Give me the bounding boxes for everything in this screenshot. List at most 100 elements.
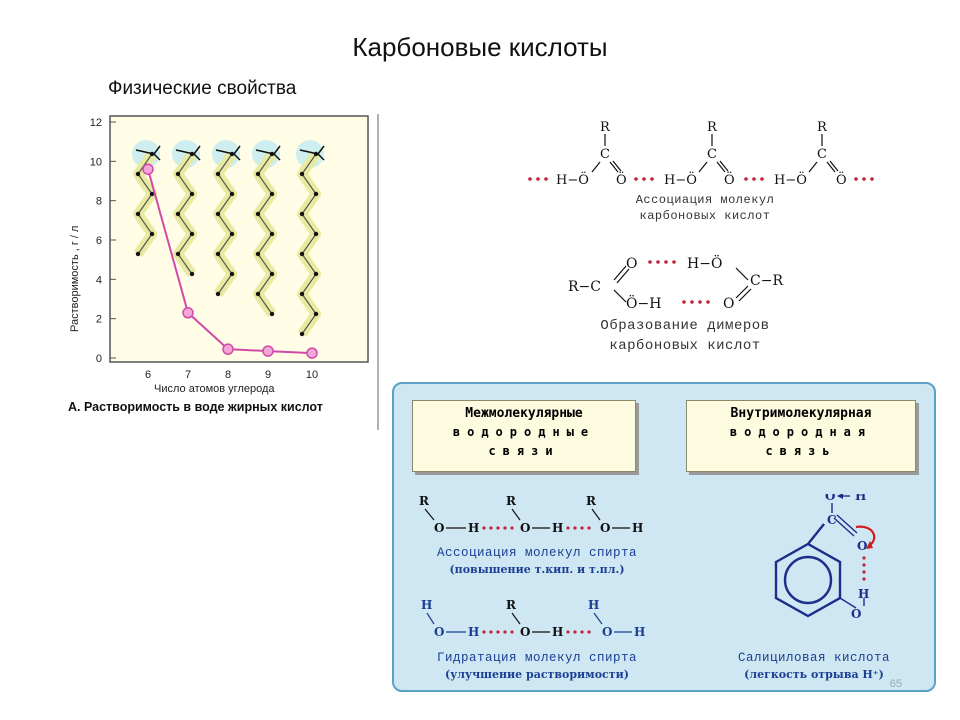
molecule-atom-3-2 bbox=[269, 191, 275, 197]
dimer-bottom-o: O bbox=[723, 296, 734, 312]
assoc-unit-5: H−Ö bbox=[774, 171, 807, 188]
assoc-unit-3: H−Ö bbox=[664, 171, 697, 188]
alc-h-3: H bbox=[632, 521, 643, 535]
assoc-r-2: R bbox=[707, 120, 718, 135]
assoc-c-1: C bbox=[600, 147, 610, 162]
hyd-h-top-3: H bbox=[588, 598, 599, 612]
page-title: Карбоновые кислоты bbox=[352, 32, 608, 62]
molecule-atom-4-7 bbox=[299, 291, 305, 297]
molecule-atom-0-3 bbox=[135, 211, 141, 217]
y-tick-label-0: 0 bbox=[96, 353, 102, 365]
molecule-atom-4-9 bbox=[299, 331, 305, 337]
alc-o-2: O bbox=[520, 521, 530, 535]
intermolecular-label: Межмолекулярные водородные связи bbox=[412, 400, 636, 472]
x-tick-label-10: 10 bbox=[306, 369, 318, 381]
dimer-diagram: R−C O H−Ö Ö−H O C−R Образование димеров … bbox=[560, 250, 810, 360]
assoc-c-2: C bbox=[707, 147, 717, 162]
hyd-h-1: H bbox=[468, 625, 479, 639]
chart-plot-frame bbox=[109, 115, 369, 363]
intramolecular-label: Внутримолекулярная водородная связь bbox=[686, 400, 916, 472]
molecule-chain-2 bbox=[217, 153, 233, 295]
molecule-atom-1-1 bbox=[175, 171, 181, 177]
molecule-atom-4-4 bbox=[313, 231, 319, 237]
acid-association-svg: R R R C C C H−Ö Ö H−Ö Ö H−Ö Ö bbox=[528, 120, 874, 188]
molecule-atom-4-1 bbox=[299, 171, 305, 177]
acid-association-diagram: R R R C C C H−Ö Ö H−Ö Ö H−Ö Ö bbox=[520, 116, 890, 223]
chart-series bbox=[142, 163, 318, 359]
section-subtitle: Физические свойства bbox=[108, 78, 297, 99]
y-tick-label-8: 8 bbox=[96, 196, 102, 208]
molecule-atom-4-8 bbox=[313, 311, 319, 317]
x-tick-label-6: 6 bbox=[145, 369, 151, 381]
assoc-unit-6: Ö bbox=[836, 171, 847, 188]
box1-line1: Межмолекулярные bbox=[465, 406, 583, 421]
alc-o-1: O bbox=[434, 521, 444, 535]
dimer-caption-2: карбоновых кислот bbox=[609, 338, 761, 354]
hyd-h-3: H bbox=[634, 625, 645, 639]
data-point-7 bbox=[182, 307, 194, 319]
benzene-ring-circle bbox=[783, 555, 833, 605]
dimer-hbond-dots bbox=[648, 260, 710, 304]
alc-r-1: R bbox=[419, 494, 430, 508]
hydration-svg: H R H O O O H H H bbox=[421, 598, 645, 639]
chart-caption: А. Растворимость в воде жирных кислот bbox=[68, 400, 323, 414]
hyd-o-3: O bbox=[602, 625, 612, 639]
molecule-atom-0-1 bbox=[135, 171, 141, 177]
molecule-atom-0-2 bbox=[149, 191, 155, 197]
molecule-atom-1-2 bbox=[189, 191, 195, 197]
salicylic-acid-svg: O H C O H O bbox=[774, 494, 876, 621]
hyd-o-1: O bbox=[434, 625, 444, 639]
sal-h-top: H bbox=[855, 494, 866, 503]
assoc-r-3: R bbox=[817, 120, 828, 135]
data-point-6 bbox=[142, 163, 154, 175]
molecule-atom-3-5 bbox=[255, 251, 261, 257]
x-tick-label-7: 7 bbox=[185, 369, 191, 381]
molecule-atom-3-3 bbox=[255, 211, 261, 217]
y-tick-label-4: 4 bbox=[96, 274, 102, 286]
molecule-atom-4-2 bbox=[313, 191, 319, 197]
molecule-atom-0-4 bbox=[149, 231, 155, 237]
molecule-atom-4-5 bbox=[299, 251, 305, 257]
dimer-caption-1: Образование димеров bbox=[600, 318, 770, 334]
page-number: 65 bbox=[889, 678, 902, 690]
sal-o-top: O bbox=[825, 494, 835, 503]
molecule-atom-1-6 bbox=[189, 271, 195, 277]
molecule-atom-3-6 bbox=[269, 271, 275, 277]
salicylic-caption: Салициловая кислота bbox=[737, 651, 891, 665]
y-tick-label-12: 12 bbox=[90, 117, 102, 129]
sal-o-bot: O bbox=[851, 607, 861, 621]
chart-y-label: Растворимость , г / л bbox=[69, 226, 81, 332]
box2-line3: связь bbox=[765, 444, 837, 458]
dimer-top-o: O bbox=[626, 256, 637, 272]
dimer-bottom-oh: Ö−H bbox=[626, 294, 661, 312]
alcohol-assoc-caption: Ассоциация молекул спирта bbox=[436, 546, 638, 560]
alc-o-3: O bbox=[600, 521, 610, 535]
data-point-8 bbox=[222, 343, 234, 355]
assoc-caption-1: Ассоциация молекул bbox=[635, 193, 775, 207]
assoc-unit-1: H−Ö bbox=[556, 171, 589, 188]
box1-line3: связи bbox=[488, 444, 560, 458]
molecule-atom-2-6 bbox=[229, 271, 235, 277]
alcohol-association-svg: R R R O O O H H H bbox=[419, 494, 643, 535]
molecule-atom-3-7 bbox=[255, 291, 261, 297]
molecule-atom-2-3 bbox=[215, 211, 221, 217]
molecule-atom-3-4 bbox=[269, 231, 275, 237]
sal-o-mid: O bbox=[857, 539, 867, 553]
molecule-illustrations bbox=[132, 140, 325, 337]
hyd-r: R bbox=[506, 598, 517, 612]
box2-line2: водородная bbox=[729, 425, 873, 439]
alc-r-3: R bbox=[586, 494, 597, 508]
box1-line2: водородные bbox=[452, 425, 596, 439]
molecule-atom-2-4 bbox=[229, 231, 235, 237]
hyd-h-2: H bbox=[552, 625, 563, 639]
dimer-left-group: R−C bbox=[568, 279, 601, 295]
data-point-9 bbox=[262, 345, 274, 357]
box2-line1: Внутримолекулярная bbox=[730, 406, 872, 421]
molecule-atom-1-3 bbox=[175, 211, 181, 217]
molecule-atom-1-4 bbox=[189, 231, 195, 237]
molecule-atom-2-1 bbox=[215, 171, 221, 177]
molecule-atom-4-6 bbox=[313, 271, 319, 277]
